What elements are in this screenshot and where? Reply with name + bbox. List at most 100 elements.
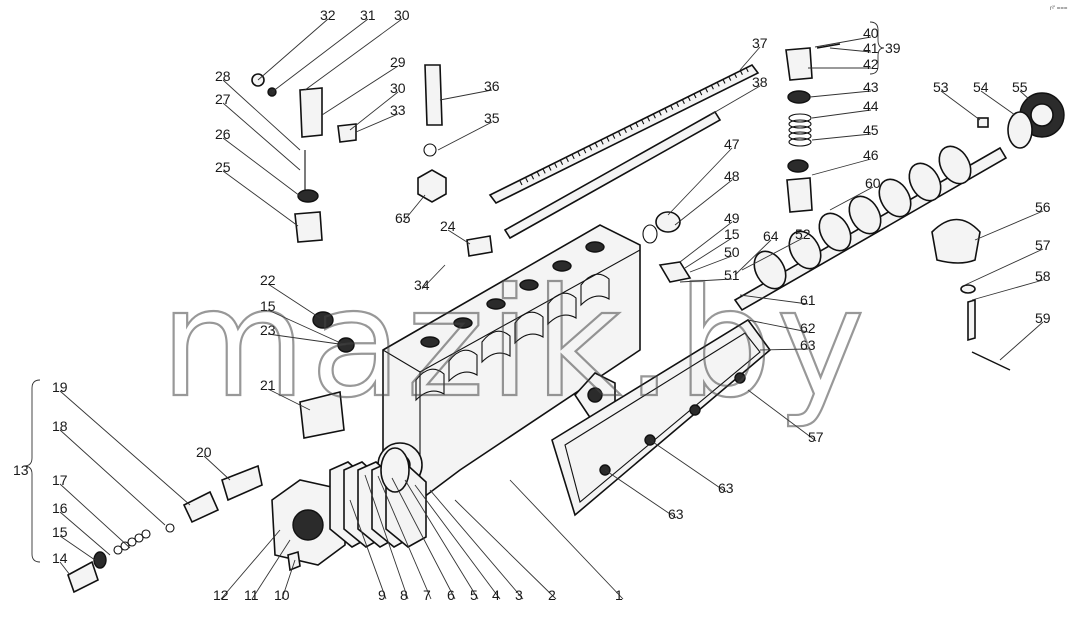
leader-line-15b (267, 309, 346, 346)
leader-line-5 (404, 479, 479, 600)
bearing-cap-56 (931, 218, 981, 264)
leader-line-30b (349, 91, 399, 131)
bracket-13 (23, 379, 41, 563)
callout-19: 19 (52, 379, 68, 395)
callout-52: 52 (795, 226, 811, 242)
leader-line-36 (439, 89, 493, 101)
leader-line-44 (811, 109, 872, 119)
callout-63c: 63 (668, 506, 684, 522)
callout-2: 2 (548, 587, 556, 603)
callout-50: 50 (724, 244, 740, 260)
callout-57b: 57 (808, 429, 824, 445)
leader-line-19 (59, 390, 191, 506)
leader-line-46 (811, 158, 872, 176)
callout-55: 55 (1012, 79, 1028, 95)
callout-20: 20 (196, 444, 212, 460)
callout-23: 23 (260, 322, 276, 338)
leader-line-52 (741, 237, 804, 271)
callout-33: 33 (390, 102, 406, 118)
leader-line-33 (355, 113, 399, 133)
leader-line-63a (759, 348, 809, 351)
leader-line-37 (739, 46, 761, 71)
leader-line-10 (281, 559, 296, 600)
leader-line-63b (649, 439, 727, 493)
callout-16: 16 (52, 500, 68, 516)
leader-line-22 (267, 283, 321, 319)
leader-line-53 (940, 90, 981, 121)
callout-39: 39 (885, 40, 901, 56)
leader-line-59 (999, 321, 1044, 361)
leader-line-7 (377, 475, 432, 600)
leader-line-6 (391, 477, 456, 600)
callout-41: 41 (863, 40, 879, 56)
leader-line-20 (203, 455, 231, 481)
leader-line-61 (739, 294, 809, 305)
callout-62: 62 (800, 320, 816, 336)
leader-line-58 (971, 279, 1044, 301)
callout-32: 32 (320, 7, 336, 23)
fitting-24 (466, 235, 493, 257)
callout-12: 12 (213, 587, 229, 603)
callout-18: 18 (52, 418, 68, 434)
bracket-39 (869, 21, 885, 75)
callout-15a: 15 (52, 524, 68, 540)
leader-line-62 (747, 319, 809, 333)
camshaft (733, 145, 1008, 312)
callout-31: 31 (360, 7, 376, 23)
callout-10: 10 (274, 587, 290, 603)
leader-line-15c (684, 237, 733, 269)
callout-15b: 15 (260, 298, 276, 314)
leader-line-28 (222, 79, 301, 151)
callout-65: 65 (395, 210, 411, 226)
leader-line-41 (829, 47, 872, 53)
leader-line-3 (429, 489, 524, 600)
leader-line-26 (222, 137, 301, 197)
pin-59 (971, 351, 1011, 371)
end-cover-parts (67, 311, 427, 594)
callout-46: 46 (863, 147, 879, 163)
leader-line-48 (674, 179, 733, 226)
callout-15c: 15 (724, 226, 740, 242)
callout-21: 21 (260, 377, 276, 393)
leader-line-38 (709, 85, 761, 116)
plunger-36 (424, 64, 443, 126)
leader-line-23 (267, 333, 347, 346)
callout-1: 1 (615, 587, 623, 603)
leader-line-31 (271, 18, 369, 93)
leader-line-51 (679, 278, 733, 283)
key-53 (977, 117, 989, 128)
leader-line-29 (321, 65, 399, 116)
leader-line-40 (814, 36, 872, 48)
callout-7: 7 (423, 587, 431, 603)
callout-59: 59 (1035, 310, 1051, 326)
leader-line-47 (667, 147, 733, 216)
bolt-58 (967, 298, 976, 342)
control-rack (488, 63, 760, 240)
callout-8: 8 (400, 587, 408, 603)
callout-40: 40 (863, 25, 879, 41)
callout-3: 3 (515, 587, 523, 603)
callout-56: 56 (1035, 199, 1051, 215)
ring-54 (1007, 111, 1033, 149)
callout-29: 29 (390, 54, 406, 70)
leader-line-65 (402, 194, 426, 223)
leader-line-34 (421, 264, 446, 290)
leader-line-54 (980, 90, 1016, 116)
callout-labels: 1234567891011121314151515161718192021222… (13, 7, 1051, 603)
callout-47: 47 (724, 136, 740, 152)
callout-14: 14 (52, 550, 68, 566)
leader-line-35 (437, 121, 493, 151)
callout-37: 37 (752, 35, 768, 51)
watermark-text: mazik.by (160, 257, 869, 431)
callout-57a: 57 (1035, 237, 1051, 253)
leader-line-25 (222, 170, 299, 227)
leader-line-21 (267, 388, 311, 411)
callout-28: 28 (215, 68, 231, 84)
leader-lines (23, 18, 1044, 600)
callout-17: 17 (52, 472, 68, 488)
leader-line-12 (220, 529, 281, 600)
callout-6: 6 (447, 587, 455, 603)
leader-line-49 (679, 221, 733, 263)
valve-parts-left (251, 73, 357, 243)
callout-4: 4 (492, 587, 500, 603)
